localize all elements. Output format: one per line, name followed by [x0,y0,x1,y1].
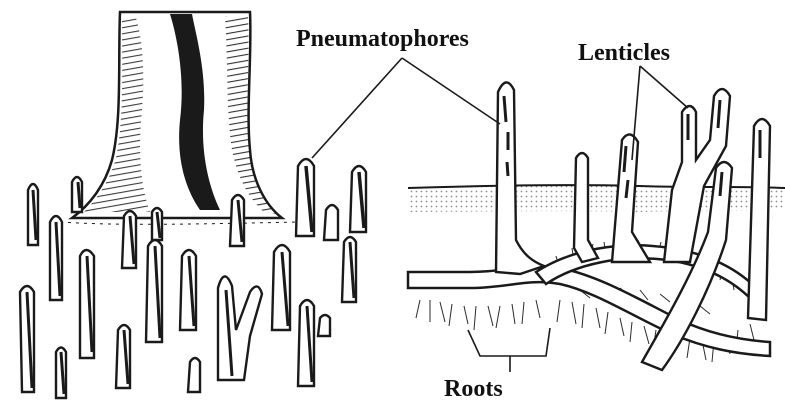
pneumatophore [28,184,38,245]
pneumatophore [72,177,82,212]
pneumatophore [350,166,366,232]
right-pneumatophores [496,82,770,370]
pneumatophore [80,250,94,358]
tree-trunk-scene [60,12,300,224]
pneumatophore [230,195,244,246]
pneumatophore [296,159,314,236]
pneumatophores-leader-left [312,58,402,158]
pneumatophore [342,237,356,302]
lenticles-label: Lenticles [578,40,670,66]
pneumatophore [180,250,196,330]
pneumatophore [116,325,130,388]
pneumatophore [298,300,314,386]
pneumatophore [748,119,770,320]
pneumatophore [318,315,330,336]
pneumatophore [56,348,66,399]
pneumatophore [496,82,544,274]
roots-label: Roots [444,376,503,402]
pneumatophore [50,216,62,300]
pneumatophore [20,286,34,392]
pneumatophore [272,245,290,330]
pneumatophore [152,208,162,240]
pneumatophore [188,358,200,392]
pneumatophore [122,211,136,268]
pneumatophores-label: Pneumatophores [296,26,469,52]
roots-bracket [468,328,550,372]
pneumatophore [324,205,338,240]
pneumatophores-leader-right [402,58,500,124]
lenticles-leader-right [640,66,688,108]
forked-pneumatophore [218,276,262,380]
root-cross-section [408,82,785,370]
pneumatophore [146,240,162,342]
